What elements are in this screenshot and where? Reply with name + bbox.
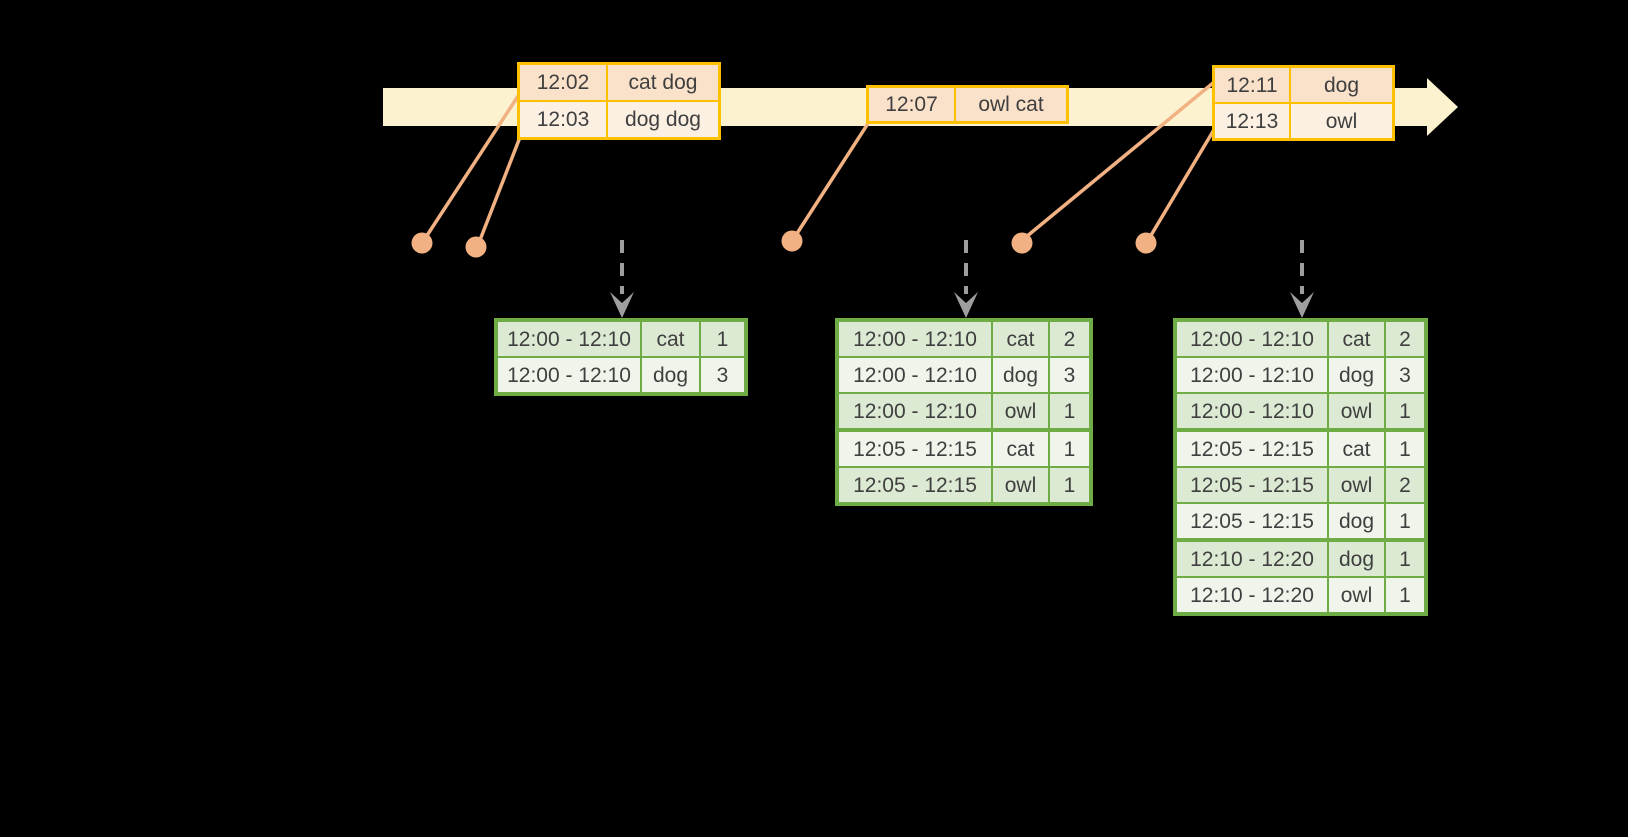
window-cell: 12:05 - 12:15 xyxy=(1190,437,1314,461)
window-cell: 12:00 - 12:10 xyxy=(853,327,977,351)
connector-line-2 xyxy=(478,125,526,242)
window-cell: 12:05 - 12:15 xyxy=(1190,473,1314,497)
connector-line-4 xyxy=(1024,81,1215,239)
window-cell: 12:05 - 12:15 xyxy=(1190,509,1314,533)
result-row: 12:05 - 12:15 dog 1 xyxy=(1177,502,1424,538)
result-row: 12:00 - 12:10 owl 1 xyxy=(839,392,1089,428)
event-words-cell: owl cat xyxy=(954,88,1066,121)
event-words-cell: owl xyxy=(1289,104,1392,138)
count-cell: 1 xyxy=(1384,542,1424,576)
event-row: 12:07 owl cat xyxy=(869,88,1066,121)
result-row: 12:00 - 12:10 cat 1 xyxy=(498,322,744,356)
count-cell: 1 xyxy=(1384,504,1424,538)
event-words-cell: dog xyxy=(1289,68,1392,102)
result-row: 12:00 - 12:10 owl 1 xyxy=(1177,392,1424,428)
window-cell: 12:10 - 12:20 xyxy=(1190,583,1314,607)
window-cell: 12:10 - 12:20 xyxy=(1190,547,1314,571)
count-cell: 1 xyxy=(1384,432,1424,466)
window-cell: 12:00 - 12:10 xyxy=(853,363,977,387)
event-time-cell: 12:03 xyxy=(536,108,590,131)
word-cell: owl xyxy=(1327,468,1384,502)
event-table-late: 12:11 dog 12:13 owl xyxy=(1212,65,1395,141)
word-cell: dog xyxy=(1327,358,1384,392)
window-cell: 12:00 - 12:10 xyxy=(1190,363,1314,387)
count-cell: 2 xyxy=(1384,468,1424,502)
result-table-1: 12:00 - 12:10 cat 1 12:00 - 12:10 dog 3 xyxy=(494,318,748,396)
connector-line-5 xyxy=(1148,126,1217,239)
event-words-cell: cat dog xyxy=(606,65,718,100)
event-time-cell: 12:11 xyxy=(1226,73,1278,97)
count-cell: 1 xyxy=(1384,394,1424,428)
window-cell: 12:00 - 12:10 xyxy=(853,399,977,423)
event-table-early: 12:02 cat dog 12:03 dog dog xyxy=(517,62,721,140)
event-dot-icon-2 xyxy=(465,236,487,258)
event-dot-icon-3 xyxy=(781,230,803,252)
word-cell: dog xyxy=(1327,542,1384,576)
count-cell: 2 xyxy=(1048,322,1089,356)
count-cell: 1 xyxy=(699,322,744,356)
result-row: 12:00 - 12:10 dog 3 xyxy=(1177,356,1424,392)
window-cell: 12:05 - 12:15 xyxy=(853,437,977,461)
result-row: 12:00 - 12:10 dog 3 xyxy=(839,356,1089,392)
trigger-arrow-icon-2 xyxy=(954,240,978,318)
window-cell: 12:00 - 12:10 xyxy=(1190,399,1314,423)
word-cell: dog xyxy=(640,358,699,392)
window-cell: 12:00 - 12:10 xyxy=(507,363,631,387)
window-cell: 12:05 - 12:15 xyxy=(853,473,977,497)
count-cell: 1 xyxy=(1384,578,1424,612)
event-row: 12:13 owl xyxy=(1215,102,1392,138)
word-cell: owl xyxy=(991,468,1048,502)
word-cell: owl xyxy=(1327,578,1384,612)
trigger-arrow-icon-1 xyxy=(610,240,634,318)
window-cell: 12:00 - 12:10 xyxy=(507,327,631,351)
event-time-cell: 12:02 xyxy=(536,71,590,94)
result-row: 12:00 - 12:10 dog 3 xyxy=(498,356,744,392)
word-cell: cat xyxy=(640,322,699,356)
event-dot-icon-1 xyxy=(411,232,433,254)
result-row: 12:05 - 12:15 owl 2 xyxy=(1177,466,1424,502)
word-cell: cat xyxy=(991,322,1048,356)
timeline-arrowhead-icon xyxy=(1427,78,1458,136)
event-row: 12:03 dog dog xyxy=(520,100,718,137)
event-time-cell: 12:07 xyxy=(885,93,938,116)
result-row: 12:10 - 12:20 dog 1 xyxy=(1177,538,1424,576)
result-row: 12:05 - 12:15 cat 1 xyxy=(839,428,1089,466)
count-cell: 3 xyxy=(1384,358,1424,392)
count-cell: 1 xyxy=(1048,432,1089,466)
count-cell: 3 xyxy=(1048,358,1089,392)
result-row: 12:00 - 12:10 cat 2 xyxy=(1177,322,1424,356)
event-dot-icon-4 xyxy=(1011,232,1033,254)
result-table-2: 12:00 - 12:10 cat 2 12:00 - 12:10 dog 3 … xyxy=(835,318,1093,506)
word-cell: owl xyxy=(1327,394,1384,428)
window-cell: 12:00 - 12:10 xyxy=(1190,327,1314,351)
event-words-cell: dog dog xyxy=(606,102,718,137)
result-row: 12:10 - 12:20 owl 1 xyxy=(1177,576,1424,612)
count-cell: 1 xyxy=(1048,394,1089,428)
trigger-arrow-icon-3 xyxy=(1290,240,1314,318)
word-cell: cat xyxy=(1327,432,1384,466)
word-cell: cat xyxy=(991,432,1048,466)
event-table-mid: 12:07 owl cat xyxy=(866,85,1069,124)
event-time-cell: 12:13 xyxy=(1225,109,1279,133)
connector-line-1 xyxy=(424,88,524,239)
event-dot-icon-5 xyxy=(1135,232,1157,254)
word-cell: dog xyxy=(991,358,1048,392)
connector-line-3 xyxy=(794,123,869,237)
event-row: 12:02 cat dog xyxy=(520,65,718,100)
count-cell: 2 xyxy=(1384,322,1424,356)
result-row: 12:05 - 12:15 owl 1 xyxy=(839,466,1089,502)
count-cell: 1 xyxy=(1048,468,1089,502)
result-table-3: 12:00 - 12:10 cat 2 12:00 - 12:10 dog 3 … xyxy=(1173,318,1428,616)
count-cell: 3 xyxy=(699,358,744,392)
word-cell: dog xyxy=(1327,504,1384,538)
result-row: 12:00 - 12:10 cat 2 xyxy=(839,322,1089,356)
event-row: 12:11 dog xyxy=(1215,68,1392,102)
word-cell: owl xyxy=(991,394,1048,428)
word-cell: cat xyxy=(1327,322,1384,356)
result-row: 12:05 - 12:15 cat 1 xyxy=(1177,428,1424,466)
